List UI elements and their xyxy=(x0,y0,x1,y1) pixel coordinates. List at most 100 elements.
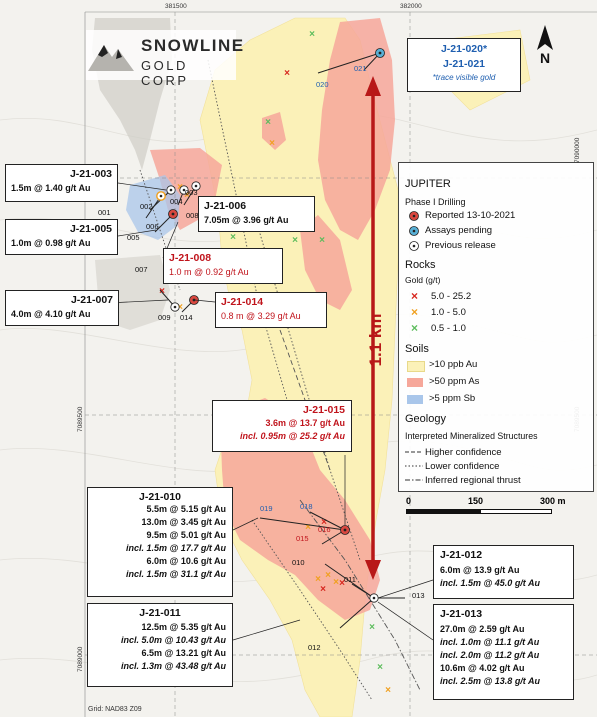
callout-title: J-21-008 xyxy=(169,252,212,264)
mountain-logo-icon xyxy=(88,45,134,71)
callout-title: J-21-020* xyxy=(440,43,488,55)
soil-as-anomaly xyxy=(220,398,380,620)
callout-j-21-011: J-21-011 12.5m @ 5.35 g/t Au incl. 5.0m … xyxy=(87,603,233,687)
callout-result: 27.0m @ 2.59 g/t Au xyxy=(440,624,525,634)
svg-text:×: × xyxy=(325,570,331,581)
callout-result: 1.0 m @ 0.92 g/t Au xyxy=(169,267,249,277)
callout-j-21-008: J-21-008 1.0 m @ 0.92 g/t Au xyxy=(163,248,283,284)
legend-item: 0.5 - 1.0 xyxy=(431,323,466,334)
svg-text:×: × xyxy=(184,190,190,201)
hole-label: 014 xyxy=(180,313,193,322)
grid-label-top: 382000 xyxy=(400,3,422,10)
soil-as-anomaly xyxy=(318,18,395,240)
hole-label: 009 xyxy=(158,313,171,322)
legend-item: >50 ppm As xyxy=(429,376,480,387)
callout-title: J-21-014 xyxy=(221,296,264,308)
hole-label: 003 xyxy=(185,188,198,197)
svg-text:×: × xyxy=(319,235,325,246)
legend-swatch xyxy=(407,361,425,372)
callout-title: J-21-015 xyxy=(302,404,345,416)
hole-label: 012 xyxy=(308,643,321,652)
legend-item: >10 ppb Au xyxy=(429,359,478,370)
legend-item: Reported 13-10-2021 xyxy=(425,210,516,221)
callout-result: 5.5m @ 5.15 g/t Au xyxy=(146,504,226,514)
legend-swatch xyxy=(407,378,423,387)
svg-text:×: × xyxy=(265,117,271,128)
scale-segment xyxy=(406,509,480,514)
soil-as-anomaly xyxy=(262,112,286,150)
legend-item: Lower confidence xyxy=(425,461,500,472)
legend-collar-icons xyxy=(409,211,419,251)
legend-item: 5.0 - 25.2 xyxy=(431,291,472,302)
legend-geology-sub: Interpreted Mineralized Structures xyxy=(405,431,538,441)
hole-label: 018 xyxy=(300,502,313,511)
legend-item: Inferred regional thrust xyxy=(425,475,521,486)
hole-label: 019 xyxy=(260,504,273,513)
svg-text:×: × xyxy=(369,622,375,633)
hole-label: 001 xyxy=(98,208,111,217)
hole-label: 007 xyxy=(135,265,148,274)
callout-j-21-020: J-21-020* J-21-021 *trace visible gold xyxy=(407,38,521,92)
hole-label: 020 xyxy=(316,80,329,89)
svg-text:×: × xyxy=(230,232,236,243)
distance-arrow xyxy=(365,76,381,580)
legend-structure-icons xyxy=(405,451,423,481)
callout-title: J-21-011 xyxy=(139,607,181,619)
hole-label: 011 xyxy=(344,575,356,584)
hole-label: 013 xyxy=(412,591,425,600)
callout-result: 9.5m @ 5.01 g/t Au xyxy=(146,530,226,540)
callout-result: 12.5m @ 5.35 g/t Au xyxy=(141,622,226,632)
legend-rocks-header: Rocks xyxy=(405,259,436,271)
callout-title: J-21-010 xyxy=(138,491,182,503)
legend-swatch xyxy=(407,395,423,404)
callout-result: 1.0m @ 0.98 g/t Au xyxy=(11,238,91,248)
legend-rock-icons: × × × xyxy=(411,289,418,335)
callout-result: incl. 2.0m @ 11.2 g/t Au xyxy=(440,650,540,660)
callout-title: J-21-012 xyxy=(440,549,483,561)
callout-j-21-007: J-21-007 4.0m @ 4.10 g/t Au xyxy=(5,290,119,326)
scale-bar: 0 150 300 m xyxy=(400,496,596,526)
callout-j-21-015: J-21-015 3.6m @ 13.7 g/t Au incl. 0.95m … xyxy=(212,400,352,452)
grid-label-left: 7089500 xyxy=(77,406,84,432)
callout-j-21-005: J-21-005 1.0m @ 0.98 g/t Au xyxy=(5,219,118,255)
callout-result: incl. 1.5m @ 17.7 g/t Au xyxy=(126,543,226,553)
callout-title: J-21-006 xyxy=(204,200,247,212)
callout-result: incl. 5.0m @ 10.43 g/t Au xyxy=(121,635,226,645)
grid-note: Grid: NAD83 Z09 xyxy=(88,706,142,713)
callout-result: incl. 2.5m @ 13.8 g/t Au xyxy=(440,676,540,686)
hole-label: 004 xyxy=(170,197,183,206)
svg-text:×: × xyxy=(321,517,327,528)
map-legend: JUPITER Phase I Drilling Reported 13-10-… xyxy=(398,162,594,492)
svg-text:×: × xyxy=(159,286,165,297)
svg-text:×: × xyxy=(377,662,383,673)
hole-label: 015 xyxy=(296,534,309,543)
legend-item: Assays pending xyxy=(425,225,493,236)
scale-segment xyxy=(480,509,552,514)
legend-title: JUPITER xyxy=(405,178,451,190)
svg-text:×: × xyxy=(411,289,418,303)
logo-wordmark: SNOWLINE xyxy=(141,36,245,55)
callout-title: J-21-013 xyxy=(440,608,483,620)
svg-text:×: × xyxy=(411,305,418,319)
hole-label: 021 xyxy=(354,64,367,73)
svg-text:×: × xyxy=(339,578,345,589)
soil-as-anomaly xyxy=(300,215,352,310)
callout-j-21-010: J-21-010 5.5m @ 5.15 g/t Au 13.0m @ 3.45… xyxy=(87,487,233,597)
callout-j-21-013: J-21-013 27.0m @ 2.59 g/t Au incl. 1.0m … xyxy=(433,604,574,700)
svg-text:×: × xyxy=(177,302,183,313)
callout-result: incl. 1.3m @ 43.48 g/t Au xyxy=(121,661,226,671)
callout-result: 3.6m @ 13.7 g/t Au xyxy=(265,418,345,428)
callout-j-21-014: J-21-014 0.8 m @ 3.29 g/t Au xyxy=(215,292,327,328)
callout-j-21-006: J-21-006 7.05m @ 3.96 g/t Au xyxy=(198,196,315,232)
callout-result: 0.8 m @ 3.29 g/t Au xyxy=(221,311,301,321)
hole-label: 005 xyxy=(127,233,140,242)
svg-text:×: × xyxy=(305,522,311,533)
legend-item: 1.0 - 5.0 xyxy=(431,307,466,318)
hole-label: 008 xyxy=(186,211,199,220)
scale-label: 300 m xyxy=(540,496,566,506)
svg-text:×: × xyxy=(333,577,339,588)
svg-text:×: × xyxy=(284,68,290,79)
north-arrow-shape xyxy=(537,25,553,50)
callout-j-21-003: J-21-003 1.5m @ 1.40 g/t Au xyxy=(5,164,118,202)
